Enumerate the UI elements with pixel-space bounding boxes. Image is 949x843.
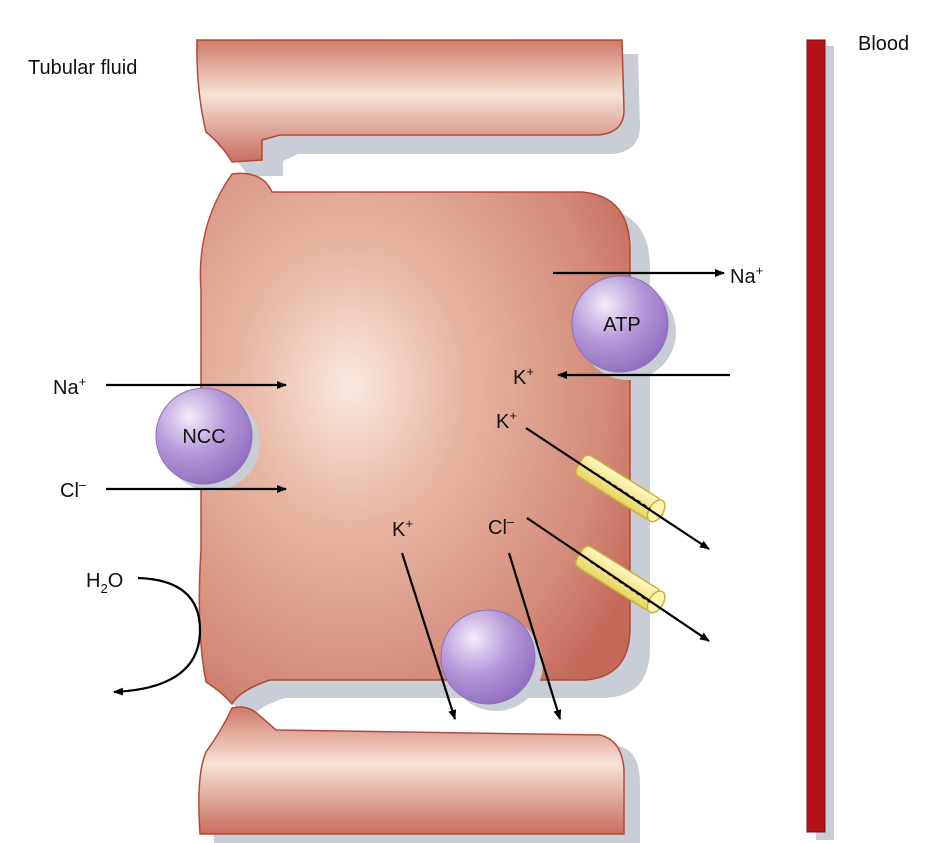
lower-adjacent-cell bbox=[198, 706, 640, 843]
cl-basal-arrow bbox=[507, 552, 562, 720]
k-channel-arrow bbox=[525, 427, 710, 550]
na-basolateral-label: Na+ bbox=[730, 263, 763, 288]
cl-channel-arrow bbox=[526, 517, 710, 642]
blood-label: Blood bbox=[858, 33, 909, 55]
ncc-label: NCC bbox=[182, 426, 225, 448]
cl-apical-label: Cl– bbox=[60, 477, 87, 502]
k-atpase-label: K+ bbox=[513, 364, 534, 389]
na-k-atpase-pump: ATP bbox=[571, 275, 676, 380]
cl-channel-label: Cl– bbox=[488, 514, 515, 539]
na-apical-label: Na+ bbox=[53, 374, 86, 399]
tubular-epithelial-cell bbox=[198, 172, 651, 720]
atp-label: ATP bbox=[603, 314, 640, 336]
tubular-fluid-label: Tubular fluid bbox=[28, 57, 137, 79]
h2o-curved-arrow bbox=[113, 576, 202, 696]
blood-vessel bbox=[806, 39, 834, 840]
upper-adjacent-cell bbox=[196, 39, 640, 176]
kcc-cotransporter bbox=[440, 609, 543, 711]
h2o-label: H2O bbox=[86, 570, 123, 596]
k-basal-arrow bbox=[400, 552, 457, 720]
ncc-cotransporter: NCC bbox=[155, 387, 260, 491]
k-channel-label: K+ bbox=[496, 408, 517, 433]
k-basal-label: K+ bbox=[392, 516, 413, 541]
